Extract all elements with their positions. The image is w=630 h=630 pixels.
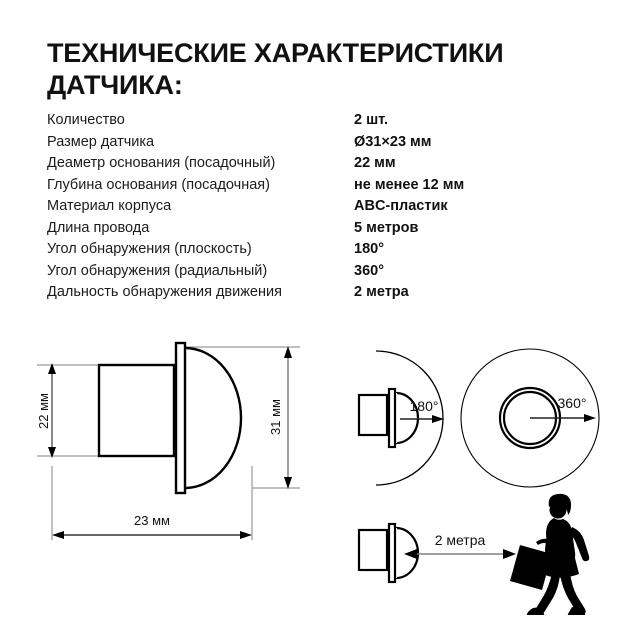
dimension-label-width: 23 мм — [134, 513, 170, 528]
dimension-label-dome-height: 31 мм — [268, 399, 283, 435]
spec-label: Длина провода — [47, 219, 150, 236]
walking-person-icon — [510, 493, 590, 615]
table-row: Угол обнаружения (плоскость) 180° — [47, 241, 587, 263]
sensor-body-rect-range — [357, 528, 389, 572]
spec-label: Угол обнаружения (радиальный) — [47, 262, 268, 279]
page-title: ТЕХНИЧЕСКИЕ ХАРАКТЕРИСТИКИ ДАТЧИКА: — [47, 38, 504, 100]
technical-drawings: 22 мм 31 мм 23 мм — [0, 335, 630, 615]
table-row: Количество 2 шт. — [47, 112, 587, 134]
specs-table: Количество 2 шт. Размер датчика Ø31×23 м… — [47, 112, 587, 306]
spec-value: 5 метров — [354, 219, 419, 236]
sensor-flange — [174, 341, 187, 495]
extension-lines — [37, 346, 300, 540]
range-arrow-head-left — [404, 549, 417, 559]
spec-value: 2 метра — [354, 284, 409, 300]
sensor-dome — [184, 346, 243, 490]
spec-value: ABC-пластик — [354, 198, 448, 214]
spec-value: 2 шт. — [354, 112, 389, 128]
sensor-body-rect-small — [357, 393, 389, 437]
sensor-flange-range — [387, 522, 397, 584]
detection-circle-360 — [460, 348, 600, 488]
table-row: Длина провода 5 метров — [47, 220, 587, 242]
spec-value: 180° — [354, 241, 384, 257]
spec-value: 360° — [354, 262, 384, 279]
sensor-dome-small — [395, 391, 420, 445]
spec-label: Количество — [47, 112, 125, 128]
direction-arrow-head-360 — [584, 414, 596, 422]
dimension-label-height: 22 мм — [36, 393, 51, 429]
radial-angle-diagram: 360° — [460, 348, 600, 488]
range-label: 2 метра — [435, 532, 486, 548]
angle-label-180: 180° — [410, 398, 439, 414]
spec-value: Ø31×23 мм — [354, 133, 432, 150]
side-view-diagram: 22 мм 31 мм 23 мм — [36, 341, 300, 540]
table-row: Глубина основания (посадочная) не менее … — [47, 177, 587, 199]
sensor-flange-small — [387, 387, 397, 449]
angle-label-360: 360° — [558, 395, 587, 411]
dimension-22mm: 22 мм — [36, 363, 56, 458]
table-row: Материал корпуса ABC-пластик — [47, 198, 587, 220]
spec-value: 22 мм — [354, 155, 396, 171]
table-row: Деаметр основания (посадочный) 22 мм — [47, 155, 587, 177]
table-row: Дальность обнаружения движения 2 метра — [47, 284, 587, 306]
table-row: Размер датчика Ø31×23 мм — [47, 134, 587, 156]
plane-angle-diagram: 180° — [357, 350, 444, 486]
direction-arrow-head-180 — [432, 415, 444, 423]
spec-label: Глубина основания (посадочная) — [47, 176, 270, 193]
sensor-body-rect — [97, 363, 176, 458]
spec-label: Размер датчика — [47, 133, 155, 150]
spec-label: Угол обнаружения (плоскость) — [47, 241, 252, 257]
spec-label: Деаметр основания (посадочный) — [47, 155, 276, 171]
dimension-31mm: 31 мм — [268, 346, 292, 489]
spec-value: не менее 12 мм — [354, 176, 465, 193]
spec-label: Материал корпуса — [47, 198, 172, 214]
detection-arc-180 — [375, 350, 444, 486]
dimension-23mm: 23 мм — [52, 513, 252, 539]
detection-range-diagram: 2 метра — [357, 493, 590, 615]
table-row: Угол обнаружения (радиальный) 360° — [47, 263, 587, 285]
range-arrow-head-right — [503, 549, 516, 559]
spec-label: Дальность обнаружения движения — [47, 284, 282, 300]
